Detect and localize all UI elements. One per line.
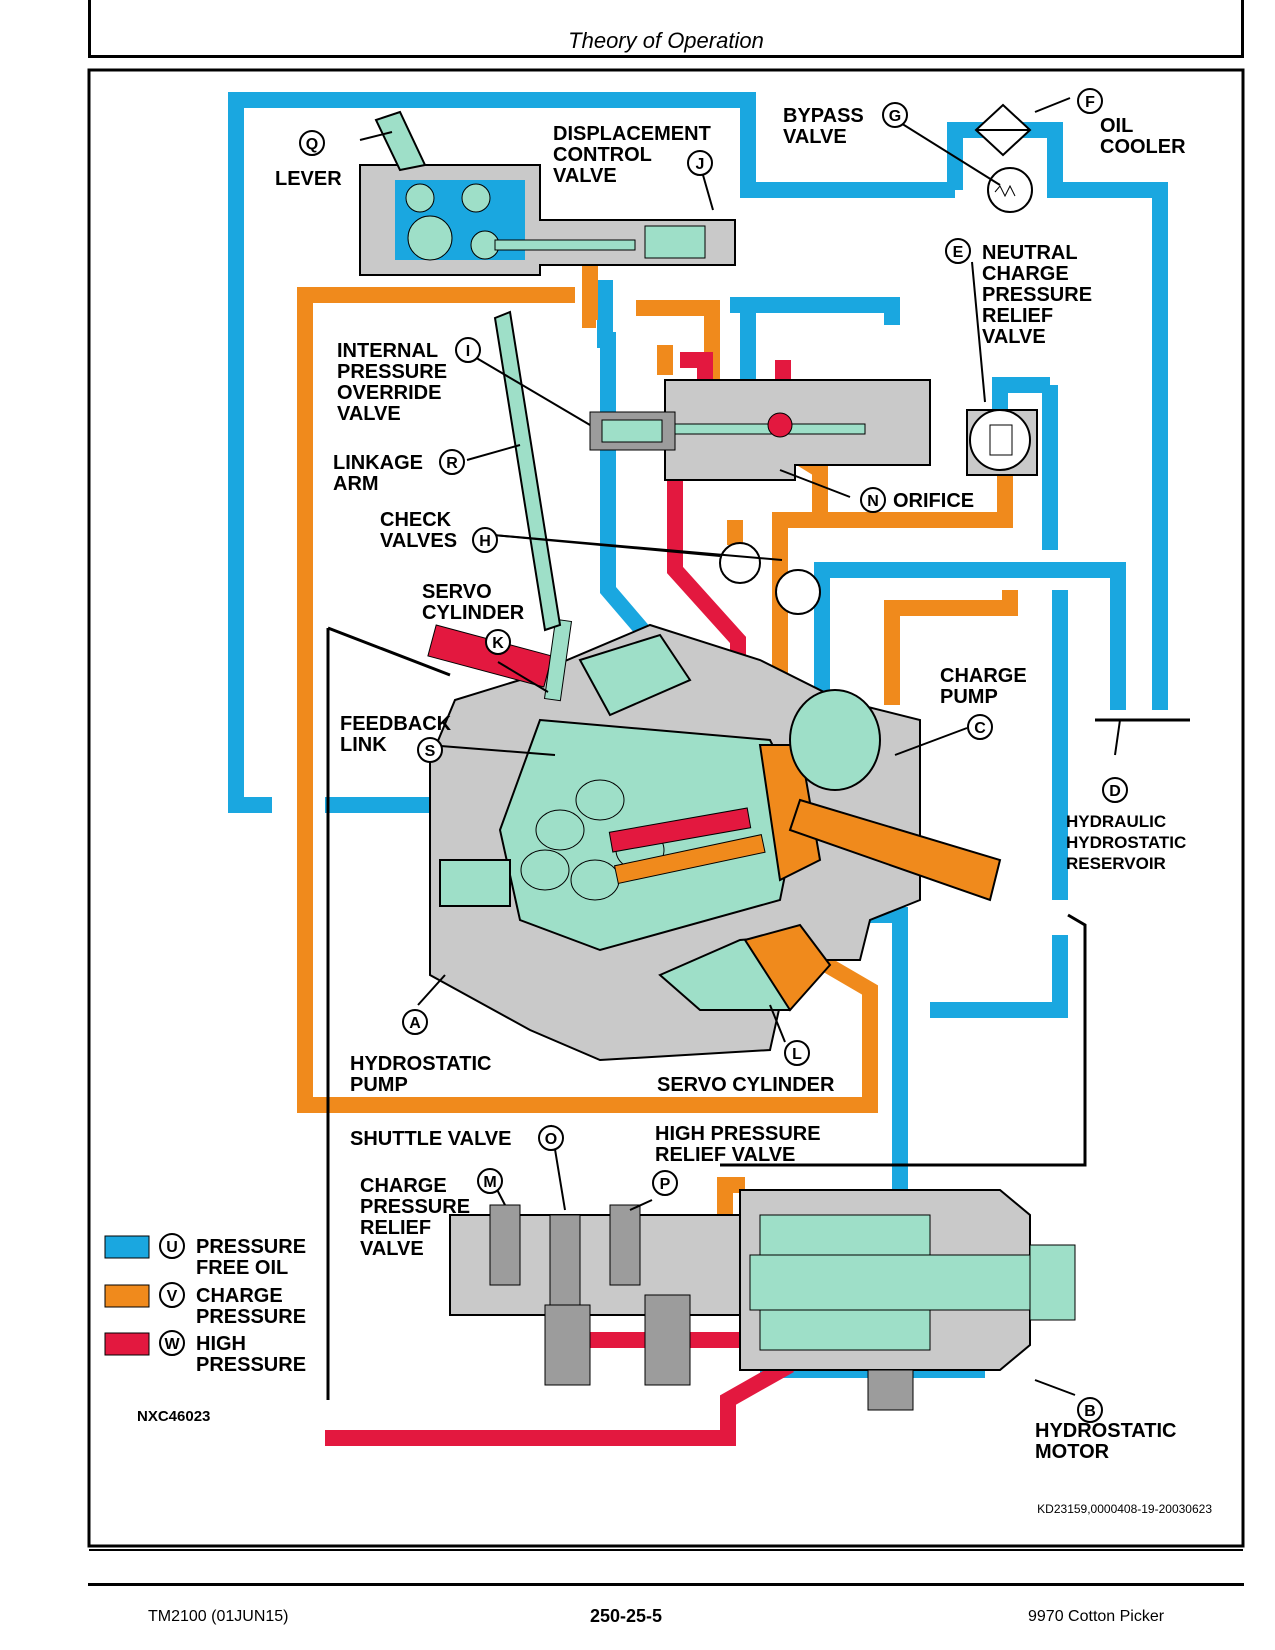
legend-v-2: PRESSURE bbox=[196, 1306, 306, 1328]
label-override-4: VALVE bbox=[337, 403, 401, 425]
valve-block bbox=[449, 1204, 741, 1386]
label-oil-1: OIL bbox=[1100, 115, 1133, 137]
callout-Q: Q bbox=[306, 136, 318, 153]
label-reservoir-1: HYDRAULIC bbox=[1066, 812, 1166, 831]
callout-A: A bbox=[409, 1015, 421, 1032]
callout-M: M bbox=[483, 1174, 496, 1191]
label-override-1: INTERNAL bbox=[337, 340, 438, 362]
label-neutral-3: PRESSURE bbox=[982, 284, 1092, 306]
label-motor-2: MOTOR bbox=[1035, 1441, 1110, 1463]
label-dcv-2: CONTROL bbox=[553, 144, 652, 166]
label-shuttle: SHUTTLE VALVE bbox=[350, 1128, 511, 1150]
label-servo-bottom: SERVO CYLINDER bbox=[657, 1074, 835, 1096]
label-check-1: CHECK bbox=[380, 509, 452, 531]
callout-E: E bbox=[953, 244, 964, 261]
label-bypass-2: VALVE bbox=[783, 126, 847, 148]
label-pump-2: PUMP bbox=[350, 1074, 408, 1096]
neutral-relief-valve-symbol bbox=[966, 409, 1038, 476]
callout-H: H bbox=[479, 533, 491, 550]
label-feedback-2: LINK bbox=[340, 734, 387, 756]
label-dcv-1: DISPLACEMENT bbox=[553, 123, 711, 145]
doc-ref: KD23159,0000408-19-20030623 bbox=[1037, 1502, 1212, 1516]
label-cpr-1: CHARGE bbox=[360, 1175, 447, 1197]
footer-page-number: 250-25-5 bbox=[590, 1606, 663, 1626]
label-override-2: PRESSURE bbox=[337, 361, 447, 383]
callout-J: J bbox=[696, 156, 705, 173]
callout-G: G bbox=[889, 108, 901, 125]
label-neutral-2: CHARGE bbox=[982, 263, 1069, 285]
label-cpr-3: RELIEF bbox=[360, 1217, 431, 1239]
label-servo-top-1: SERVO bbox=[422, 581, 492, 603]
legend-u-1: PRESSURE bbox=[196, 1236, 306, 1258]
callout-D: D bbox=[1109, 783, 1121, 800]
label-linkage-2: ARM bbox=[333, 473, 379, 495]
label-override-3: OVERRIDE bbox=[337, 382, 441, 404]
legend-w-1: HIGH bbox=[196, 1333, 246, 1355]
callout-O: O bbox=[545, 1131, 557, 1148]
check-valve-symbols bbox=[719, 542, 821, 615]
override-valve-body bbox=[589, 379, 931, 481]
label-cpr-4: VALVE bbox=[360, 1238, 424, 1260]
label-charge-pump-2: PUMP bbox=[940, 686, 998, 708]
oil-cooler-symbol bbox=[974, 103, 1032, 157]
label-dcv-3: VALVE bbox=[553, 165, 617, 187]
bypass-valve-symbol bbox=[987, 167, 1033, 213]
callout-P: P bbox=[660, 1176, 671, 1193]
label-hpr-2: RELIEF VALVE bbox=[655, 1144, 795, 1166]
figure-id: NXC46023 bbox=[137, 1408, 210, 1425]
legend-v-1: CHARGE bbox=[196, 1285, 283, 1307]
label-servo-top-2: CYLINDER bbox=[422, 602, 525, 624]
footer-manual-id: TM2100 (01JUN15) bbox=[148, 1608, 289, 1625]
page-title: Theory of Operation bbox=[568, 28, 764, 53]
callout-K: K bbox=[492, 635, 504, 652]
legend-u-2: FREE OIL bbox=[196, 1257, 288, 1279]
footer-machine: 9970 Cotton Picker bbox=[1028, 1608, 1165, 1625]
label-orifice: ORIFICE bbox=[893, 490, 974, 512]
label-neutral-4: RELIEF bbox=[982, 305, 1053, 327]
legend-w-2: PRESSURE bbox=[196, 1354, 306, 1376]
label-hpr-1: HIGH PRESSURE bbox=[655, 1123, 821, 1145]
figure-frame bbox=[87, 68, 1245, 1548]
hydrostatic-pump bbox=[427, 618, 1002, 1062]
displacement-control-valve bbox=[359, 164, 736, 276]
label-neutral-5: VALVE bbox=[982, 326, 1046, 348]
label-charge-pump-1: CHARGE bbox=[940, 665, 1027, 687]
callout-I: I bbox=[466, 343, 470, 360]
label-reservoir-2: HYDROSTATIC bbox=[1066, 833, 1186, 852]
linkage-arm bbox=[493, 310, 562, 632]
label-bypass-1: BYPASS bbox=[783, 105, 864, 127]
label-oil-2: COOLER bbox=[1100, 136, 1186, 158]
legend-swatch-pressure-free bbox=[104, 1235, 150, 1259]
footer-rule bbox=[88, 1583, 1244, 1586]
label-pump-1: HYDROSTATIC bbox=[350, 1053, 491, 1075]
legend-swatch-charge bbox=[104, 1284, 150, 1308]
lever bbox=[374, 110, 427, 172]
callout-U: U bbox=[166, 1239, 178, 1256]
callout-B: B bbox=[1084, 1403, 1096, 1420]
label-linkage-1: LINKAGE bbox=[333, 452, 423, 474]
label-neutral-1: NEUTRAL bbox=[982, 242, 1078, 264]
hydraulic-schematic: A B C D E F G H I J K L M N O P Q R S U … bbox=[87, 68, 1245, 1551]
header-frame bbox=[88, 0, 1244, 58]
label-check-2: VALVES bbox=[380, 530, 457, 552]
label-cpr-2: PRESSURE bbox=[360, 1196, 470, 1218]
callout-F: F bbox=[1085, 94, 1095, 111]
label-lever: LEVER bbox=[275, 168, 342, 190]
callout-C: C bbox=[974, 720, 986, 737]
legend: PRESSURE FREE OIL CHARGE PRESSURE HIGH P… bbox=[104, 1235, 306, 1425]
callout-circles bbox=[159, 88, 1128, 1423]
label-reservoir-3: RESERVOIR bbox=[1066, 854, 1166, 873]
callout-N: N bbox=[867, 493, 879, 510]
callout-R: R bbox=[446, 455, 458, 472]
callout-W: W bbox=[164, 1336, 180, 1353]
callout-S: S bbox=[425, 743, 436, 760]
legend-swatch-high bbox=[104, 1332, 150, 1356]
callout-L: L bbox=[792, 1046, 802, 1063]
hydrostatic-motor bbox=[739, 1189, 1076, 1411]
callout-V: V bbox=[167, 1288, 178, 1305]
label-motor-1: HYDROSTATIC bbox=[1035, 1420, 1176, 1442]
label-feedback-1: FEEDBACK bbox=[340, 713, 452, 735]
